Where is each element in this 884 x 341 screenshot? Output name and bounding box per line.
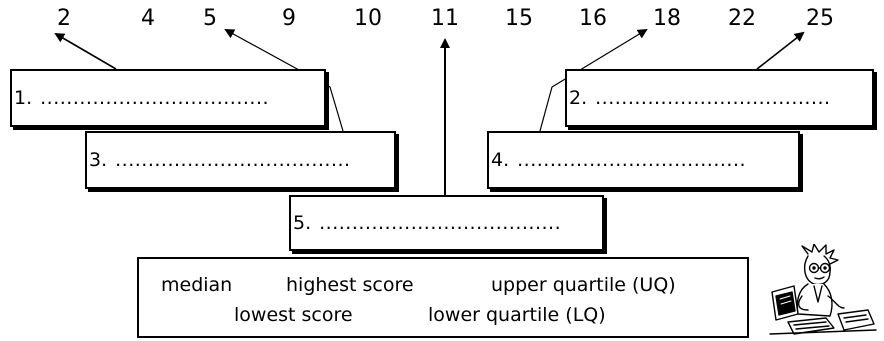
- number-22: 22: [728, 6, 756, 31]
- word-lowest-score: lowest score: [234, 304, 353, 326]
- number-2: 2: [57, 6, 71, 31]
- arrow-box1-to-2: [54, 32, 117, 70]
- number-11: 11: [431, 6, 459, 31]
- word-bank: median highest score upper quartile (UQ)…: [137, 257, 749, 338]
- box-2-number: 2.: [569, 87, 588, 109]
- number-15: 15: [505, 6, 533, 31]
- number-16: 16: [579, 6, 607, 31]
- answer-box-5[interactable]: 5. .....................................: [289, 195, 604, 251]
- box-4-blank: ...................................: [517, 149, 747, 171]
- box-5-blank: .....................................: [319, 212, 562, 234]
- box-3-blank: ....................................: [115, 149, 351, 171]
- number-5: 5: [203, 6, 217, 31]
- word-upper-quartile: upper quartile (UQ): [491, 274, 676, 296]
- number-9: 9: [282, 6, 296, 31]
- box-4-number: 4.: [491, 149, 510, 171]
- arrow-box2-to-25: [756, 31, 805, 70]
- box-1-number: 1.: [14, 87, 33, 109]
- word-median: median: [161, 274, 233, 296]
- box-1-blank: ...................................: [40, 87, 270, 109]
- number-10: 10: [354, 6, 382, 31]
- number-4: 4: [141, 6, 155, 31]
- answer-box-1[interactable]: 1. ...................................: [10, 69, 326, 127]
- number-25: 25: [806, 6, 834, 31]
- word-highest-score: highest score: [286, 274, 414, 296]
- scientist-at-computer-icon: [769, 244, 877, 335]
- answer-box-4[interactable]: 4. ...................................: [487, 131, 800, 189]
- word-lower-quartile: lower quartile (LQ): [428, 304, 606, 326]
- answer-box-2[interactable]: 2. ....................................: [565, 69, 874, 127]
- answer-box-3[interactable]: 3. ....................................: [85, 131, 396, 189]
- box-3-number: 3.: [89, 149, 108, 171]
- box-2-blank: ....................................: [595, 87, 831, 109]
- box-5-number: 5.: [293, 212, 312, 234]
- number-18: 18: [653, 6, 681, 31]
